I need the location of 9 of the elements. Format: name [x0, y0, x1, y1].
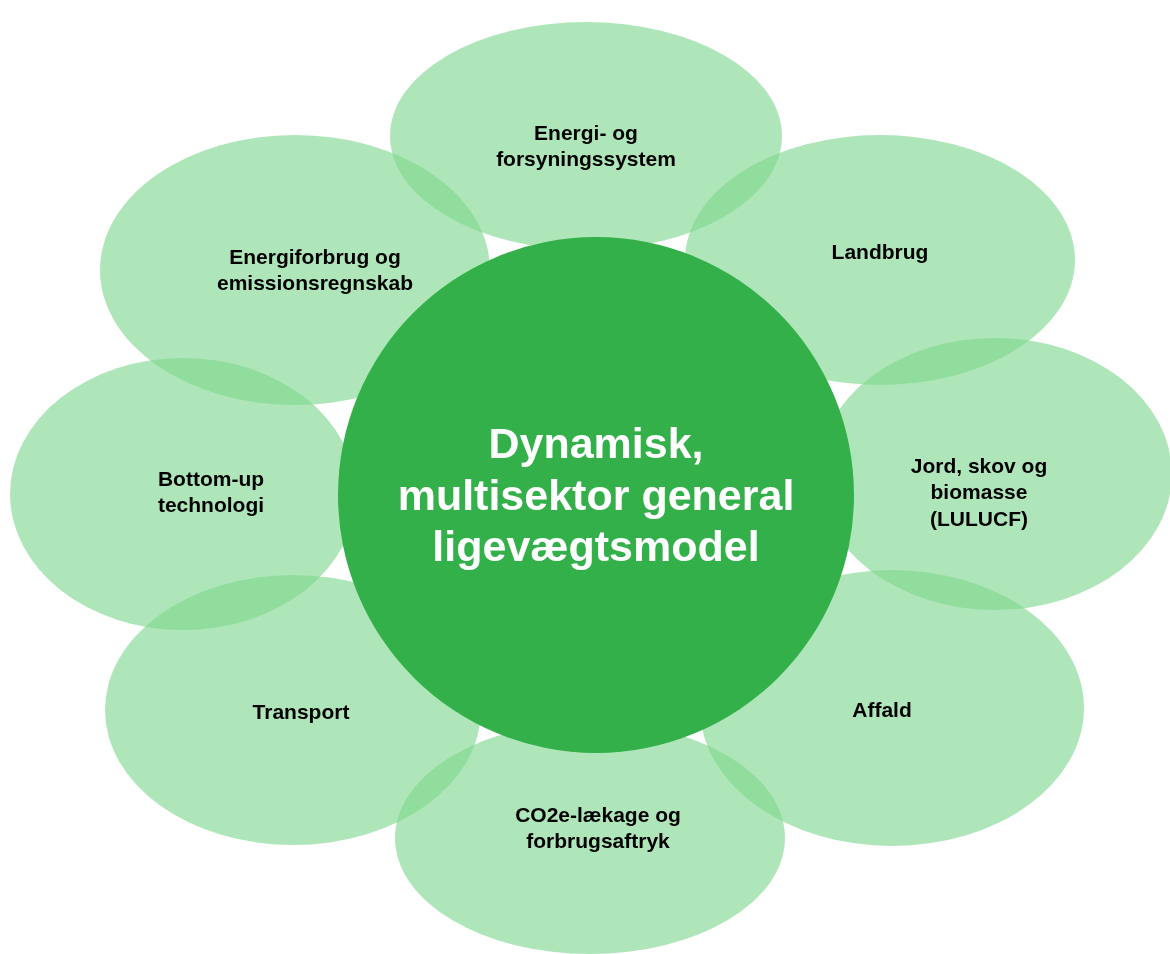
sector-label: Energiforbrug og emissionsregnskab — [215, 243, 415, 296]
sector-label: Landbrug — [830, 238, 930, 265]
sector-label: Affald — [851, 696, 913, 723]
sector-label: Transport — [251, 698, 351, 725]
center-title: Dynamisk, multisektor general ligevægtsmodel — [396, 417, 796, 572]
sector-label: CO2e-lækage og forbrugsaftryk — [514, 801, 682, 854]
sector-label: Bottom-up technologi — [156, 465, 266, 518]
sector-label: Jord, skov og biomasse (LULUCF) — [909, 452, 1049, 532]
sector-label: Energi- og forsyningssystem — [495, 119, 677, 172]
